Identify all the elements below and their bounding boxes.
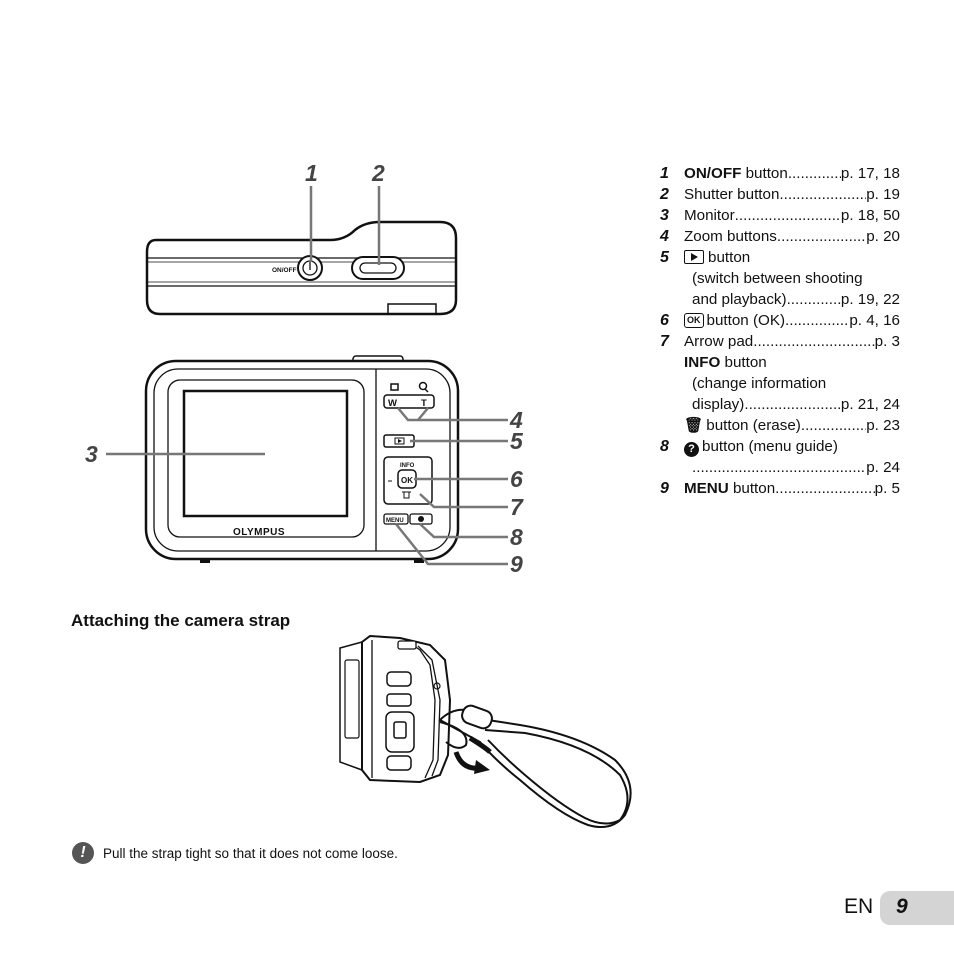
legend-item-7: 7 Arrow padp. 3 <box>660 331 900 352</box>
ok-label: OK <box>401 476 413 485</box>
playback-icon <box>684 250 704 264</box>
note: ! Pull the strap tight so that it does n… <box>72 841 398 865</box>
legend-item-1: 1 ON/OFF buttonp. 17, 18 <box>660 163 900 184</box>
note-text: Pull the strap tight so that it does not… <box>103 845 398 861</box>
legend-item-2: 2 Shutter buttonp. 19 <box>660 184 900 205</box>
zoom-t-label: T <box>421 398 427 409</box>
on-off-label: ON/OFF <box>272 267 297 274</box>
callout-2: 2 <box>371 160 385 186</box>
callout-3: 3 <box>85 441 98 467</box>
legend-item-4: 4 Zoom buttons p. 20 <box>660 226 900 247</box>
legend-item-3: 3 Monitor p. 18, 50 <box>660 205 900 226</box>
legend-item-5: 5 button <box>660 249 751 266</box>
legend-item-8: 8 ?button (menu guide) <box>660 438 838 457</box>
legend-item-9: 9 MENU button p. 5 <box>660 478 900 499</box>
language-label: EN <box>844 895 874 918</box>
section-heading: Attaching the camera strap <box>71 611 291 630</box>
zoom-w-label: W <box>388 398 397 409</box>
page-tab <box>880 891 954 925</box>
callout-4: 4 <box>509 407 523 433</box>
ok-icon: OK <box>684 313 704 328</box>
parts-legend: 1 ON/OFF buttonp. 17, 18 2 Shutter butto… <box>660 163 900 499</box>
callout-9: 9 <box>510 551 523 577</box>
info-label: INFO <box>400 463 415 469</box>
trash-icon: 🗑 <box>684 417 704 434</box>
callout-1: 1 <box>305 160 318 186</box>
brand-logo: OLYMPUS <box>233 527 285 538</box>
callout-6: 6 <box>510 466 523 492</box>
caution-icon: ! <box>72 842 94 864</box>
help-icon: ? <box>684 442 699 457</box>
page-number: 9 <box>896 895 908 918</box>
menu-label: MENU <box>386 518 404 524</box>
zoom-buttons <box>383 394 435 409</box>
callout-5: 5 <box>510 428 524 454</box>
callout-7: 7 <box>510 494 524 520</box>
callout-8: 8 <box>510 524 523 550</box>
